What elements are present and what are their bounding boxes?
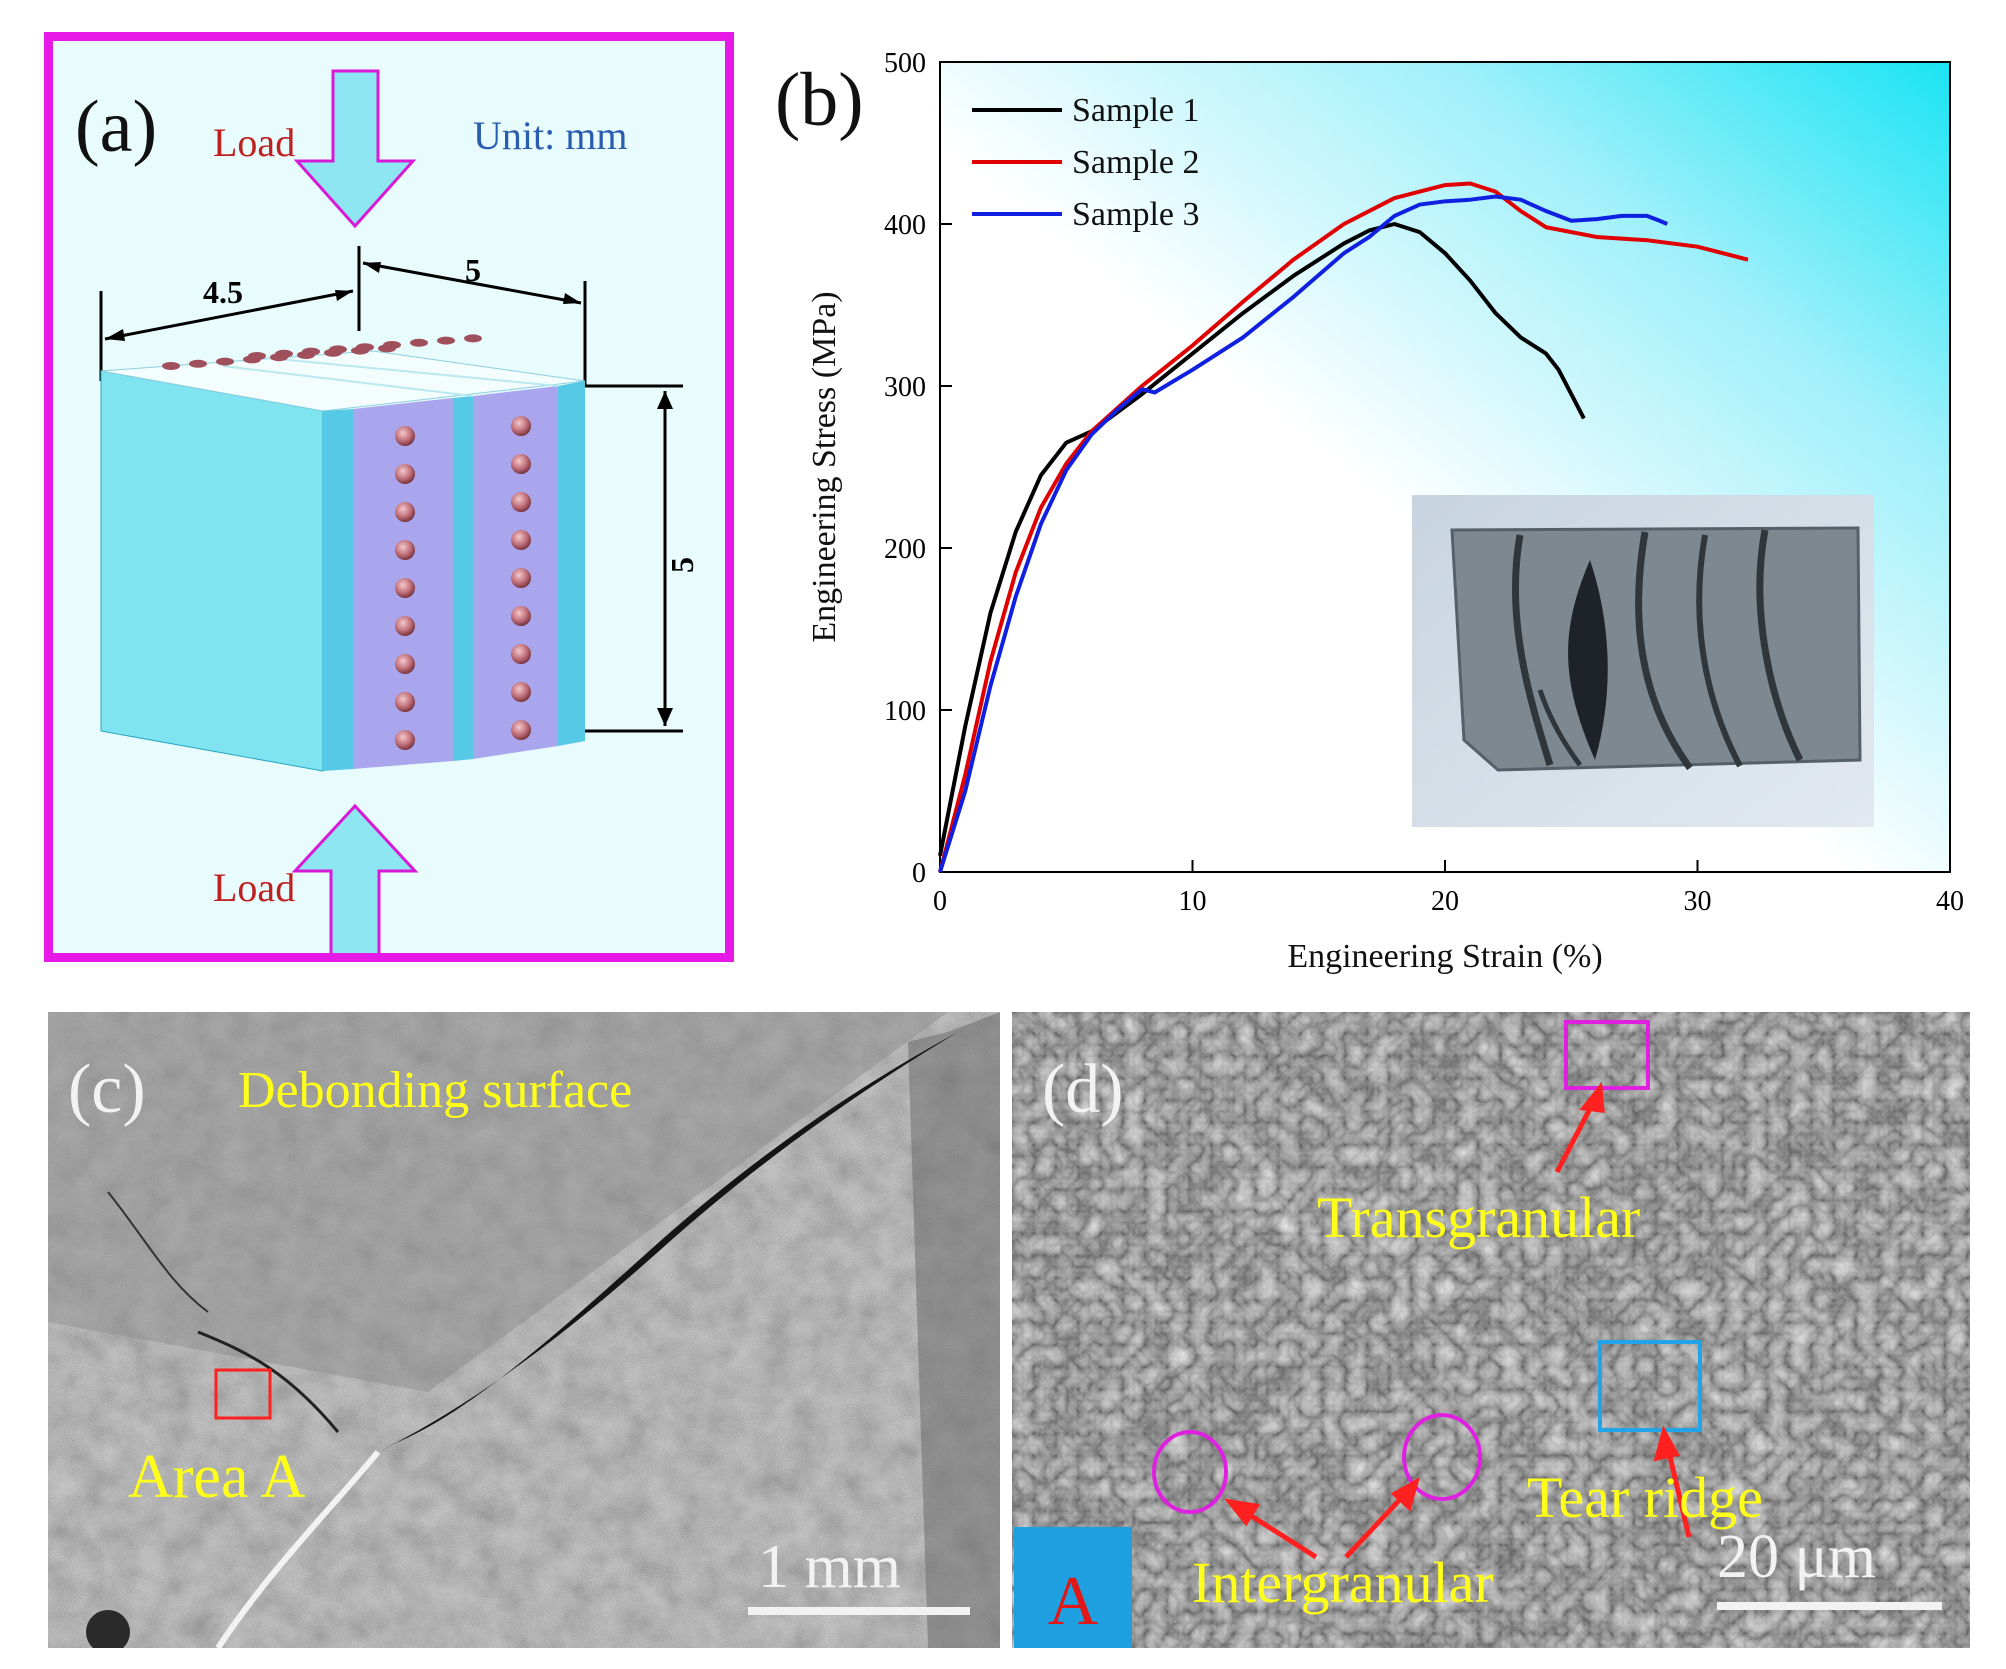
sphere (395, 616, 415, 636)
sphere-top (189, 359, 207, 368)
x-axis-label: Engineering Strain (%) (1287, 938, 1602, 975)
sem-debonding-svg: (c) Debonding surface Area A 1 mm (48, 1012, 1000, 1648)
sphere-top (329, 345, 347, 354)
sphere (511, 492, 531, 512)
y-axis-label: Engineering Stress (MPa) (806, 291, 843, 642)
chart-legend: Sample 1 Sample 2 Sample 3 (972, 92, 1199, 233)
sphere (511, 416, 531, 436)
sphere (511, 720, 531, 740)
sphere (511, 530, 531, 550)
sphere (511, 682, 531, 702)
series-line-sample-3 (938, 194, 1668, 873)
panel-c-label: (c) (68, 1051, 146, 1128)
sphere-top (216, 357, 234, 366)
sphere-top (162, 362, 180, 370)
area-a-badge (1014, 1527, 1132, 1648)
dimension-lines (99, 246, 683, 733)
sphere (395, 540, 415, 560)
intergranular-circle-1 (1152, 1430, 1228, 1514)
sphere (511, 568, 531, 588)
composite-block (100, 350, 586, 772)
load-bottom-label: Load (213, 865, 295, 910)
dim-width-label: 4.5 (203, 274, 243, 310)
scale-bar-d (1717, 1602, 1942, 1610)
scale-label-d: 20 μm (1717, 1523, 1876, 1591)
sphere-top (248, 352, 266, 360)
y-tick-label: 100 (884, 696, 926, 727)
dim-height-label: 5 (664, 557, 700, 573)
sphere-top (356, 343, 374, 352)
area-a-badge-label: A (1048, 1563, 1099, 1640)
tear-ridge-label: Tear ridge (1527, 1465, 1763, 1530)
sphere (511, 606, 531, 626)
area-a-box (214, 1368, 272, 1420)
intergranular-label: Intergranular (1192, 1550, 1494, 1615)
sphere-top (383, 341, 401, 349)
sphere-top (302, 347, 320, 356)
pointer-arrows (1224, 1081, 1692, 1560)
legend-label: Sample 2 (1072, 144, 1199, 181)
legend-label: Sample 3 (1072, 196, 1199, 233)
sphere (511, 454, 531, 474)
dim-depth-label: 5 (465, 252, 481, 288)
sphere (395, 578, 415, 598)
sphere (395, 464, 415, 484)
load-arrow-down-icon (293, 69, 417, 229)
panel-d-sem-image: (d) Transgranular Tear ridge Intergranul… (1012, 1012, 1970, 1648)
sphere-top (275, 349, 293, 358)
sphere (395, 692, 415, 712)
sphere-top (410, 338, 428, 347)
tear-ridge-box (1598, 1340, 1702, 1432)
x-tick-label: 0 (933, 886, 947, 917)
x-tick-label: 40 (1936, 886, 1964, 917)
y-tick-label: 0 (912, 858, 926, 889)
sphere (511, 644, 531, 664)
load-top-label: Load (213, 120, 295, 165)
debonding-surface-label: Debonding surface (238, 1062, 632, 1119)
intergranular-circle-2 (1402, 1413, 1482, 1501)
transgranular-label: Transgranular (1317, 1185, 1640, 1250)
sphere (395, 654, 415, 674)
y-tick-label: 300 (884, 372, 926, 403)
panel-d-label: (d) (1042, 1051, 1124, 1128)
y-tick-label: 400 (884, 210, 926, 241)
panel-b-label: (b) (775, 58, 864, 142)
load-arrow-up-icon (291, 803, 419, 958)
x-tick-label: 20 (1431, 886, 1459, 917)
y-tick-label: 500 (884, 48, 926, 79)
scale-label-c: 1 mm (758, 1533, 901, 1601)
x-tick-label: 10 (1179, 886, 1207, 917)
series-line-sample-2 (938, 181, 1749, 873)
sphere (395, 426, 415, 446)
data-series (938, 181, 1749, 873)
sphere (395, 730, 415, 750)
panel-c-sem-image: (c) Debonding surface Area A 1 mm (48, 1012, 1000, 1648)
y-tick-label: 200 (884, 534, 926, 565)
area-a-label: Area A (128, 1443, 306, 1511)
legend-label: Sample 1 (1072, 92, 1199, 129)
sphere-top (464, 334, 482, 343)
reinforcement-spheres (162, 334, 531, 750)
x-tick-label: 30 (1684, 886, 1712, 917)
sphere (395, 502, 415, 522)
panel-a-label: (a) (75, 86, 157, 168)
transgranular-box (1564, 1020, 1650, 1090)
unit-label: Unit: mm (473, 113, 627, 158)
sem-fracture-svg: (d) Transgranular Tear ridge Intergranul… (1012, 1012, 1970, 1648)
sphere-top (437, 336, 455, 345)
panel-a-schematic: (a) Load Unit: mm Load 4.5 5 5 (44, 32, 734, 962)
dimension-arrowheads (105, 262, 673, 726)
inset-photo (1412, 495, 1874, 827)
scale-bar-c (748, 1607, 970, 1615)
series-line-sample-1 (938, 222, 1586, 857)
schematic-svg: (a) Load Unit: mm Load 4.5 5 5 (75, 69, 700, 958)
